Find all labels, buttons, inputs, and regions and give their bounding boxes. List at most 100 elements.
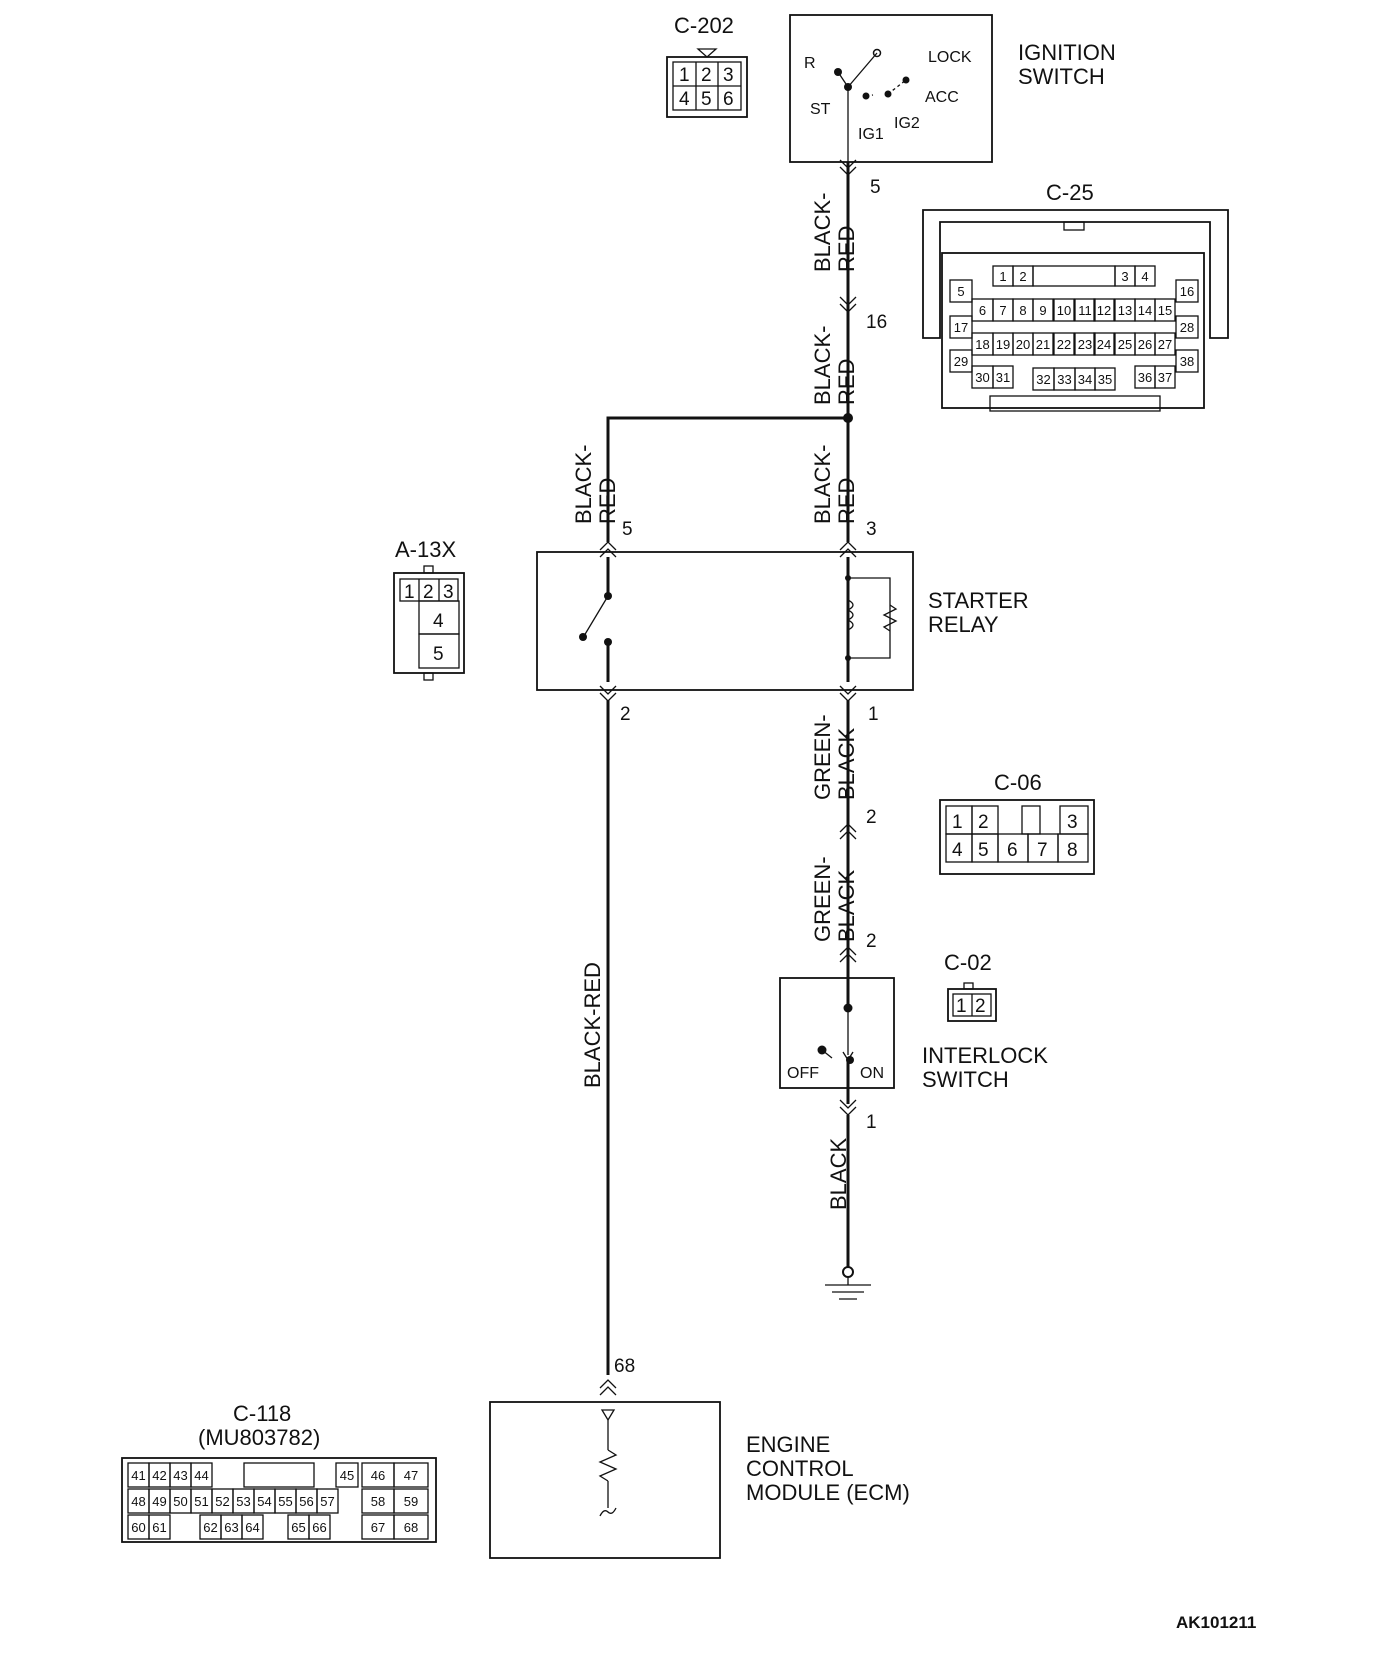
- c118-pin-55: 55: [278, 1494, 292, 1509]
- c118-pin-49: 49: [152, 1494, 166, 1509]
- c118-pin-68: 68: [404, 1520, 418, 1535]
- c25-pin-37-cell: [1154, 365, 1176, 389]
- connector-c02: C-02 1 2: [944, 950, 997, 1022]
- c25-pin-24-cell: [1093, 332, 1115, 356]
- c118-pin-47-cell: [393, 1462, 429, 1488]
- c25-pin-22: 22: [1057, 337, 1071, 352]
- interlock-off: OFF: [787, 1065, 819, 1082]
- c25-pin-33: 33: [1057, 372, 1071, 387]
- c118-pin-63: 63: [224, 1520, 238, 1535]
- c25-pin-21: 21: [1036, 337, 1050, 352]
- c25-pin-23-cell: [1074, 332, 1096, 356]
- ground-icon: [825, 1266, 871, 1300]
- c02-id: C-02: [944, 950, 992, 975]
- a13x-pin-2: 2: [423, 582, 434, 603]
- c118-pin-46: 46: [371, 1468, 385, 1483]
- wire-label-1: BLACK-RED: [810, 193, 859, 272]
- c25-pin-23: 23: [1078, 337, 1092, 352]
- c06-pin-4: 4: [952, 840, 963, 861]
- c118-pin-45: 45: [340, 1468, 354, 1483]
- c25-pin-38-cell: [1175, 349, 1199, 373]
- ign-pos-ig1: IG1: [858, 126, 884, 143]
- c25-pin-19: 19: [996, 337, 1010, 352]
- a13x-pin-3: 3: [443, 582, 454, 603]
- a13x-id: A-13X: [395, 537, 456, 562]
- c25-pin-36: 36: [1138, 370, 1152, 385]
- c118-pin-47: 47: [404, 1468, 418, 1483]
- c118-pin-56: 56: [299, 1494, 313, 1509]
- c118-part: (MU803782): [198, 1425, 320, 1450]
- interlock-on: ON: [860, 1065, 884, 1082]
- c202-pin-2: 2: [701, 65, 712, 86]
- figure-code: AK101211: [1176, 1613, 1256, 1632]
- pin-relay-5: 5: [622, 519, 633, 540]
- c118-pin-59-cell: [393, 1488, 429, 1514]
- c118-pin-54: 54: [257, 1494, 271, 1509]
- ign-pos-st: ST: [810, 101, 831, 118]
- ign-pos-lock: LOCK: [928, 49, 972, 66]
- interlock-switch: OFF ON: [779, 946, 895, 1116]
- c25-pin-11: 11: [1078, 303, 1092, 318]
- c118-pin-53: 53: [236, 1494, 250, 1509]
- c25-pin-18: 18: [975, 337, 989, 352]
- c202-pin-3: 3: [723, 65, 734, 86]
- a13x-pin-4: 4: [433, 611, 444, 632]
- a13x-pin-1: 1: [404, 582, 415, 603]
- pin-ign-5: 5: [870, 177, 881, 198]
- c118-pin-41: 41: [131, 1468, 145, 1483]
- c25-pin-38: 38: [1180, 354, 1194, 369]
- c118-pin-44: 44: [194, 1468, 208, 1483]
- c25-pin-12: 12: [1097, 303, 1111, 318]
- connector-c06: C-06 1 2 3 4 5 6 7 8: [939, 770, 1095, 875]
- c25-pin-15: 15: [1158, 303, 1172, 318]
- c118-pin-60: 60: [131, 1520, 145, 1535]
- connector-c202: C-202 1 2 3 4 5 6: [666, 13, 748, 118]
- c118-pin-64: 64: [245, 1520, 259, 1535]
- c25-pin-31: 31: [996, 370, 1010, 385]
- c25-pin-14: 14: [1138, 303, 1152, 318]
- c118-pin-51: 51: [194, 1494, 208, 1509]
- c25-pin-17: 17: [954, 320, 968, 335]
- c25-pin-1: 1: [999, 269, 1006, 284]
- c25-pin-35: 35: [1098, 372, 1112, 387]
- wire-label-black: BLACK: [826, 1138, 851, 1210]
- c06-pin-1: 1: [952, 812, 963, 833]
- c25-pin-9: 9: [1039, 303, 1046, 318]
- c25-pin-10: 10: [1057, 303, 1071, 318]
- ecm: [489, 1379, 721, 1559]
- c118-pin-57: 57: [320, 1494, 334, 1509]
- pin-relay-1: 1: [868, 704, 879, 725]
- c25-pin-31-cell: [992, 365, 1014, 389]
- c25-pin-22-cell: [1053, 332, 1075, 356]
- c25-pin-26: 26: [1138, 337, 1152, 352]
- ign-pos-r: R: [804, 55, 816, 72]
- c25-pin-2: 2: [1019, 269, 1026, 284]
- c118-pin-45-cell: [335, 1462, 359, 1488]
- junction-16-marker: [839, 296, 857, 313]
- c02-pin-2: 2: [975, 996, 986, 1017]
- c25-pin-6: 6: [979, 303, 986, 318]
- c25-pin-3: 3: [1121, 269, 1128, 284]
- c118-pin-68-cell: [393, 1514, 429, 1540]
- c118-pin-64-cell: [241, 1514, 264, 1540]
- c25-pin-16: 16: [1180, 284, 1194, 299]
- c25-pin-5-cell: [949, 279, 973, 303]
- c25-pin-28: 28: [1180, 320, 1194, 335]
- c25-pin-25: 25: [1118, 337, 1132, 352]
- c25-pin-17-cell: [949, 315, 973, 339]
- c118-pin-61: 61: [152, 1520, 166, 1535]
- wire-label-black-red-long: BLACK-RED: [580, 962, 605, 1088]
- connector-a13x: A-13X 1 2 3 4 5: [393, 537, 465, 681]
- c25-id: C-25: [1046, 180, 1094, 205]
- c118-pin-48: 48: [131, 1494, 145, 1509]
- c118-pin-43: 43: [173, 1468, 187, 1483]
- starter-relay: [536, 541, 914, 702]
- c25-pin-29-cell: [949, 349, 973, 373]
- c118-pin-66-cell: [308, 1514, 331, 1540]
- c06-pin-6: 6: [1007, 840, 1018, 861]
